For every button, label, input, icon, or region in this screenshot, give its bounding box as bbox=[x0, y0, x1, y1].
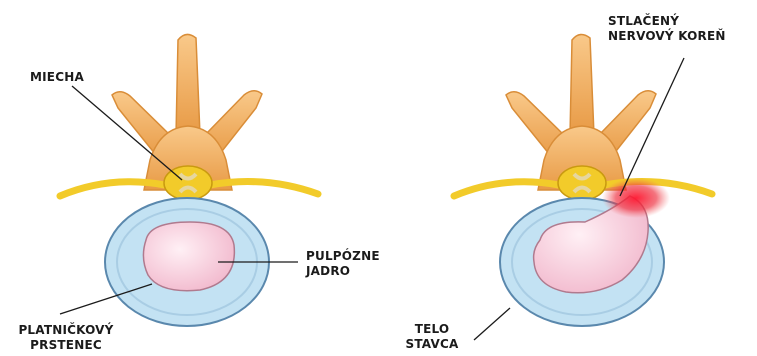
spinous-process bbox=[570, 34, 594, 135]
spinous-process bbox=[176, 34, 200, 135]
leader-telo-stavca bbox=[474, 308, 510, 340]
label-pulpozne-jadro: PULPÓZNE JADRO bbox=[306, 249, 380, 279]
label-telo-stavca: TELO STAVCA bbox=[398, 322, 466, 352]
label-platnickovy-prstenec: PLATNIČKOVÝ PRSTENEC bbox=[2, 323, 130, 353]
spinal-cord bbox=[558, 166, 606, 200]
nucleus-pulposus bbox=[143, 222, 234, 291]
inflammation bbox=[602, 178, 670, 218]
vertebra-herniated bbox=[454, 34, 712, 326]
label-stlaceny-koren: STLAČENÝ NERVOVÝ KOREŇ bbox=[608, 14, 726, 44]
vertebra-normal bbox=[60, 34, 318, 326]
label-miecha: MIECHA bbox=[30, 70, 84, 85]
